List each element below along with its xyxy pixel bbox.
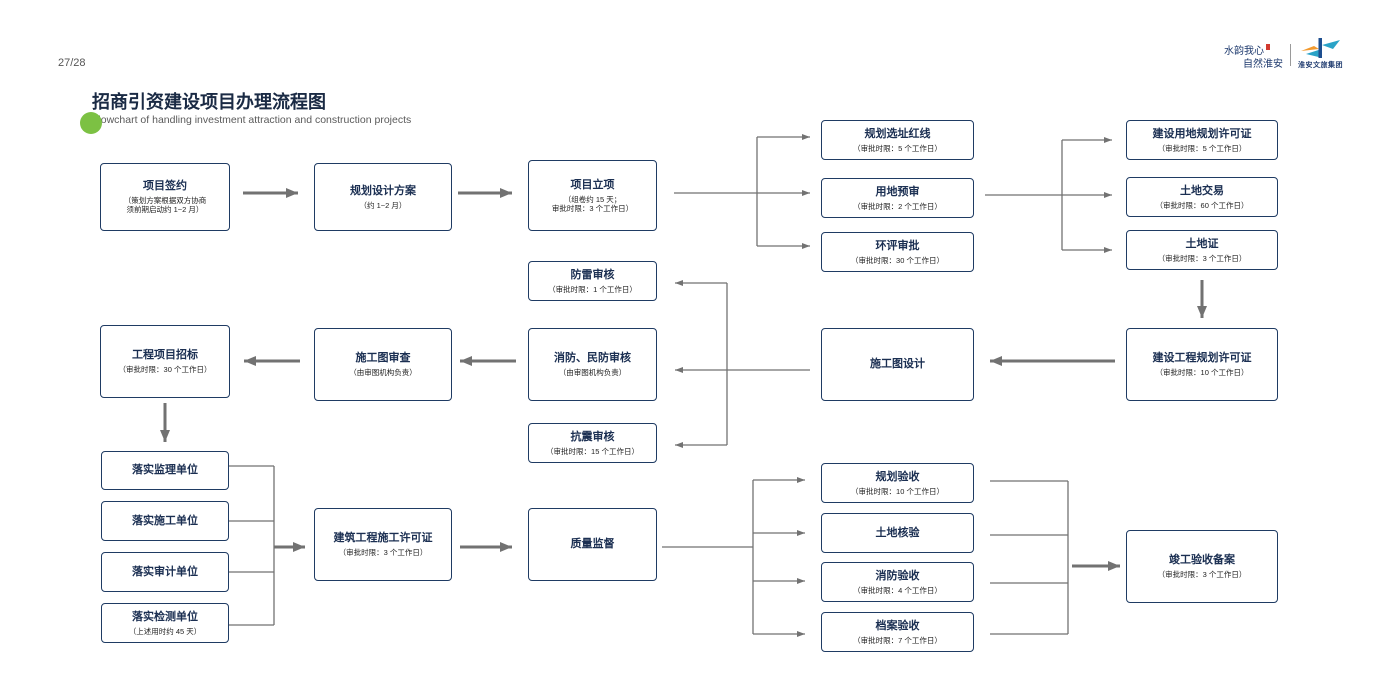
node-quality-supervision: 质量监督 [528, 508, 657, 581]
node-drawing-design: 施工图设计 [821, 328, 974, 401]
node-site-redline: 规划选址红线 （审批时限：5 个工作日） [821, 120, 974, 160]
node-note: （由审图机构负责） [558, 368, 627, 377]
node-title: 项目立项 [570, 178, 615, 191]
node-title: 土地交易 [1180, 184, 1224, 197]
node-note: （审批时限：5 个工作日） [853, 143, 942, 153]
node-testing-unit: 落实检测单位 （上述用时约 45 天） [101, 603, 229, 643]
node-archive-acceptance: 档案验收 （审批时限：7 个工作日） [821, 612, 974, 652]
node-note: （审批时限：30 个工作日） [851, 255, 944, 265]
node-title: 消防、民防审核 [554, 352, 631, 364]
node-land-verification: 土地核验 [821, 513, 974, 553]
node-note: （审批时限：30 个工作日） [118, 365, 212, 374]
node-title: 档案验收 [875, 619, 920, 632]
node-engineering-permit: 建设工程规划许可证 （审批时限：10 个工作日） [1126, 328, 1278, 401]
connector-acceptance-bracket [990, 480, 1069, 635]
node-note: （审批时限：4 个工作日） [853, 585, 942, 595]
node-title: 施工图设计 [870, 358, 925, 370]
node-note: （策划方案根据双方协商 [123, 196, 207, 205]
node-note: （审批时限：10 个工作日） [1155, 368, 1249, 377]
node-land-use-permit: 建设用地规划许可证 （审批时限：5 个工作日） [1126, 120, 1278, 160]
node-title: 落实检测单位 [132, 610, 198, 623]
node-planning-design: 规划设计方案 （约 1~2 月） [314, 163, 452, 231]
node-note: （审批时限：2 个工作日） [853, 201, 942, 211]
node-title: 消防验收 [875, 569, 920, 582]
node-note: 须前期启动约 1~2 月） [126, 205, 204, 214]
node-note: （审批时限：10 个工作日） [851, 486, 944, 496]
node-land-trading: 土地交易 （审批时限：60 个工作日） [1126, 177, 1278, 217]
connector-review-trunk [726, 283, 810, 445]
node-note: （由审图机构负责） [349, 368, 417, 377]
node-note: （审批时限：15 个工作日） [546, 446, 639, 456]
seal-mark [1266, 44, 1270, 50]
node-title: 规划设计方案 [350, 184, 416, 197]
brand-group-name: 淮安文旅集团 [1298, 62, 1343, 69]
node-title: 项目签约 [143, 180, 187, 192]
node-project-approval: 项目立项 （组卷约 15 天； 审批时限：3 个工作日） [528, 160, 657, 231]
node-land-certificate: 土地证 （审批时限：3 个工作日） [1126, 230, 1278, 270]
node-title: 用地预审 [875, 185, 920, 198]
node-title: 落实监理单位 [132, 464, 198, 476]
node-title: 竣工验收备案 [1169, 554, 1235, 566]
node-project-bidding: 工程项目招标 （审批时限：30 个工作日） [100, 325, 230, 398]
node-fire-civil-review: 消防、民防审核 （由审图机构负责） [528, 328, 657, 401]
node-supervision-unit: 落实监理单位 [101, 451, 229, 490]
node-title: 环评审批 [875, 239, 920, 252]
node-fire-acceptance: 消防验收 （审批时限：4 个工作日） [821, 562, 974, 602]
accent-dot [80, 112, 102, 134]
node-note: （审批时限：5 个工作日） [1157, 143, 1247, 153]
node-construction-unit: 落实施工单位 [101, 501, 229, 541]
brand-slogan-1: 水韵我心 [1224, 46, 1264, 57]
page-subtitle: Flowchart of handling investment attract… [92, 114, 412, 126]
connector-approval-trunk [674, 137, 758, 246]
node-title: 土地证 [1185, 237, 1219, 250]
node-completion-filing: 竣工验收备案 （审批时限：3 个工作日） [1126, 530, 1278, 603]
node-title: 建筑工程施工许可证 [333, 532, 433, 544]
node-note: （审批时限：3 个工作日） [1157, 570, 1247, 579]
node-title: 质量监督 [570, 538, 615, 550]
node-title: 抗震审核 [570, 430, 615, 443]
connector-units-bracket [229, 465, 275, 626]
node-note: （审批时限：7 个工作日） [853, 635, 942, 645]
node-note: （组卷约 15 天； [563, 194, 622, 204]
node-note: （上述用时约 45 天） [128, 626, 202, 636]
node-title: 落实施工单位 [132, 514, 198, 527]
node-note: （审批时限：3 个工作日） [338, 548, 428, 557]
node-note: （审批时限：60 个工作日） [1155, 200, 1249, 210]
node-title: 土地核验 [875, 526, 920, 539]
node-construction-permit: 建筑工程施工许可证 （审批时限：3 个工作日） [314, 508, 452, 581]
node-seismic-review: 抗震审核 （审批时限：15 个工作日） [528, 423, 657, 463]
node-planning-acceptance: 规划验收 （审批时限：10 个工作日） [821, 463, 974, 503]
page-number: 27/28 [58, 57, 86, 69]
connector-quality-trunk [662, 480, 754, 634]
node-project-signing: 项目签约 （策划方案根据双方协商 须前期启动约 1~2 月） [100, 163, 230, 231]
brand-divider [1290, 44, 1291, 66]
page-title: 招商引资建设项目办理流程图 [92, 92, 326, 113]
node-note: （审批时限：3 个工作日） [1157, 253, 1247, 263]
node-audit-unit: 落实审计单位 [101, 552, 229, 592]
brand-emblem-icon [1301, 38, 1340, 58]
brand-slogan-2: 自然淮安 [1243, 59, 1283, 70]
node-note: 审批时限：3 个工作日） [551, 203, 634, 213]
node-title: 建设工程规划许可证 [1152, 352, 1252, 364]
node-title: 建设用地规划许可证 [1152, 127, 1252, 140]
node-eia-approval: 环评审批 （审批时限：30 个工作日） [821, 232, 974, 272]
node-note: （约 1~2 月） [359, 200, 407, 210]
node-title: 施工图审查 [355, 352, 411, 364]
node-title: 工程项目招标 [132, 349, 198, 361]
node-title: 落实审计单位 [132, 565, 198, 578]
node-title: 防雷审核 [570, 268, 615, 281]
node-title: 规划选址红线 [864, 127, 931, 140]
node-title: 规划验收 [875, 470, 920, 483]
node-drawing-review: 施工图审查 （由审图机构负责） [314, 328, 452, 401]
node-lightning-review: 防雷审核 （审批时限：1 个工作日） [528, 261, 657, 301]
connector-land-trunk [985, 140, 1063, 250]
node-land-pre-review: 用地预审 （审批时限：2 个工作日） [821, 178, 974, 218]
node-note: （审批时限：1 个工作日） [548, 284, 637, 294]
